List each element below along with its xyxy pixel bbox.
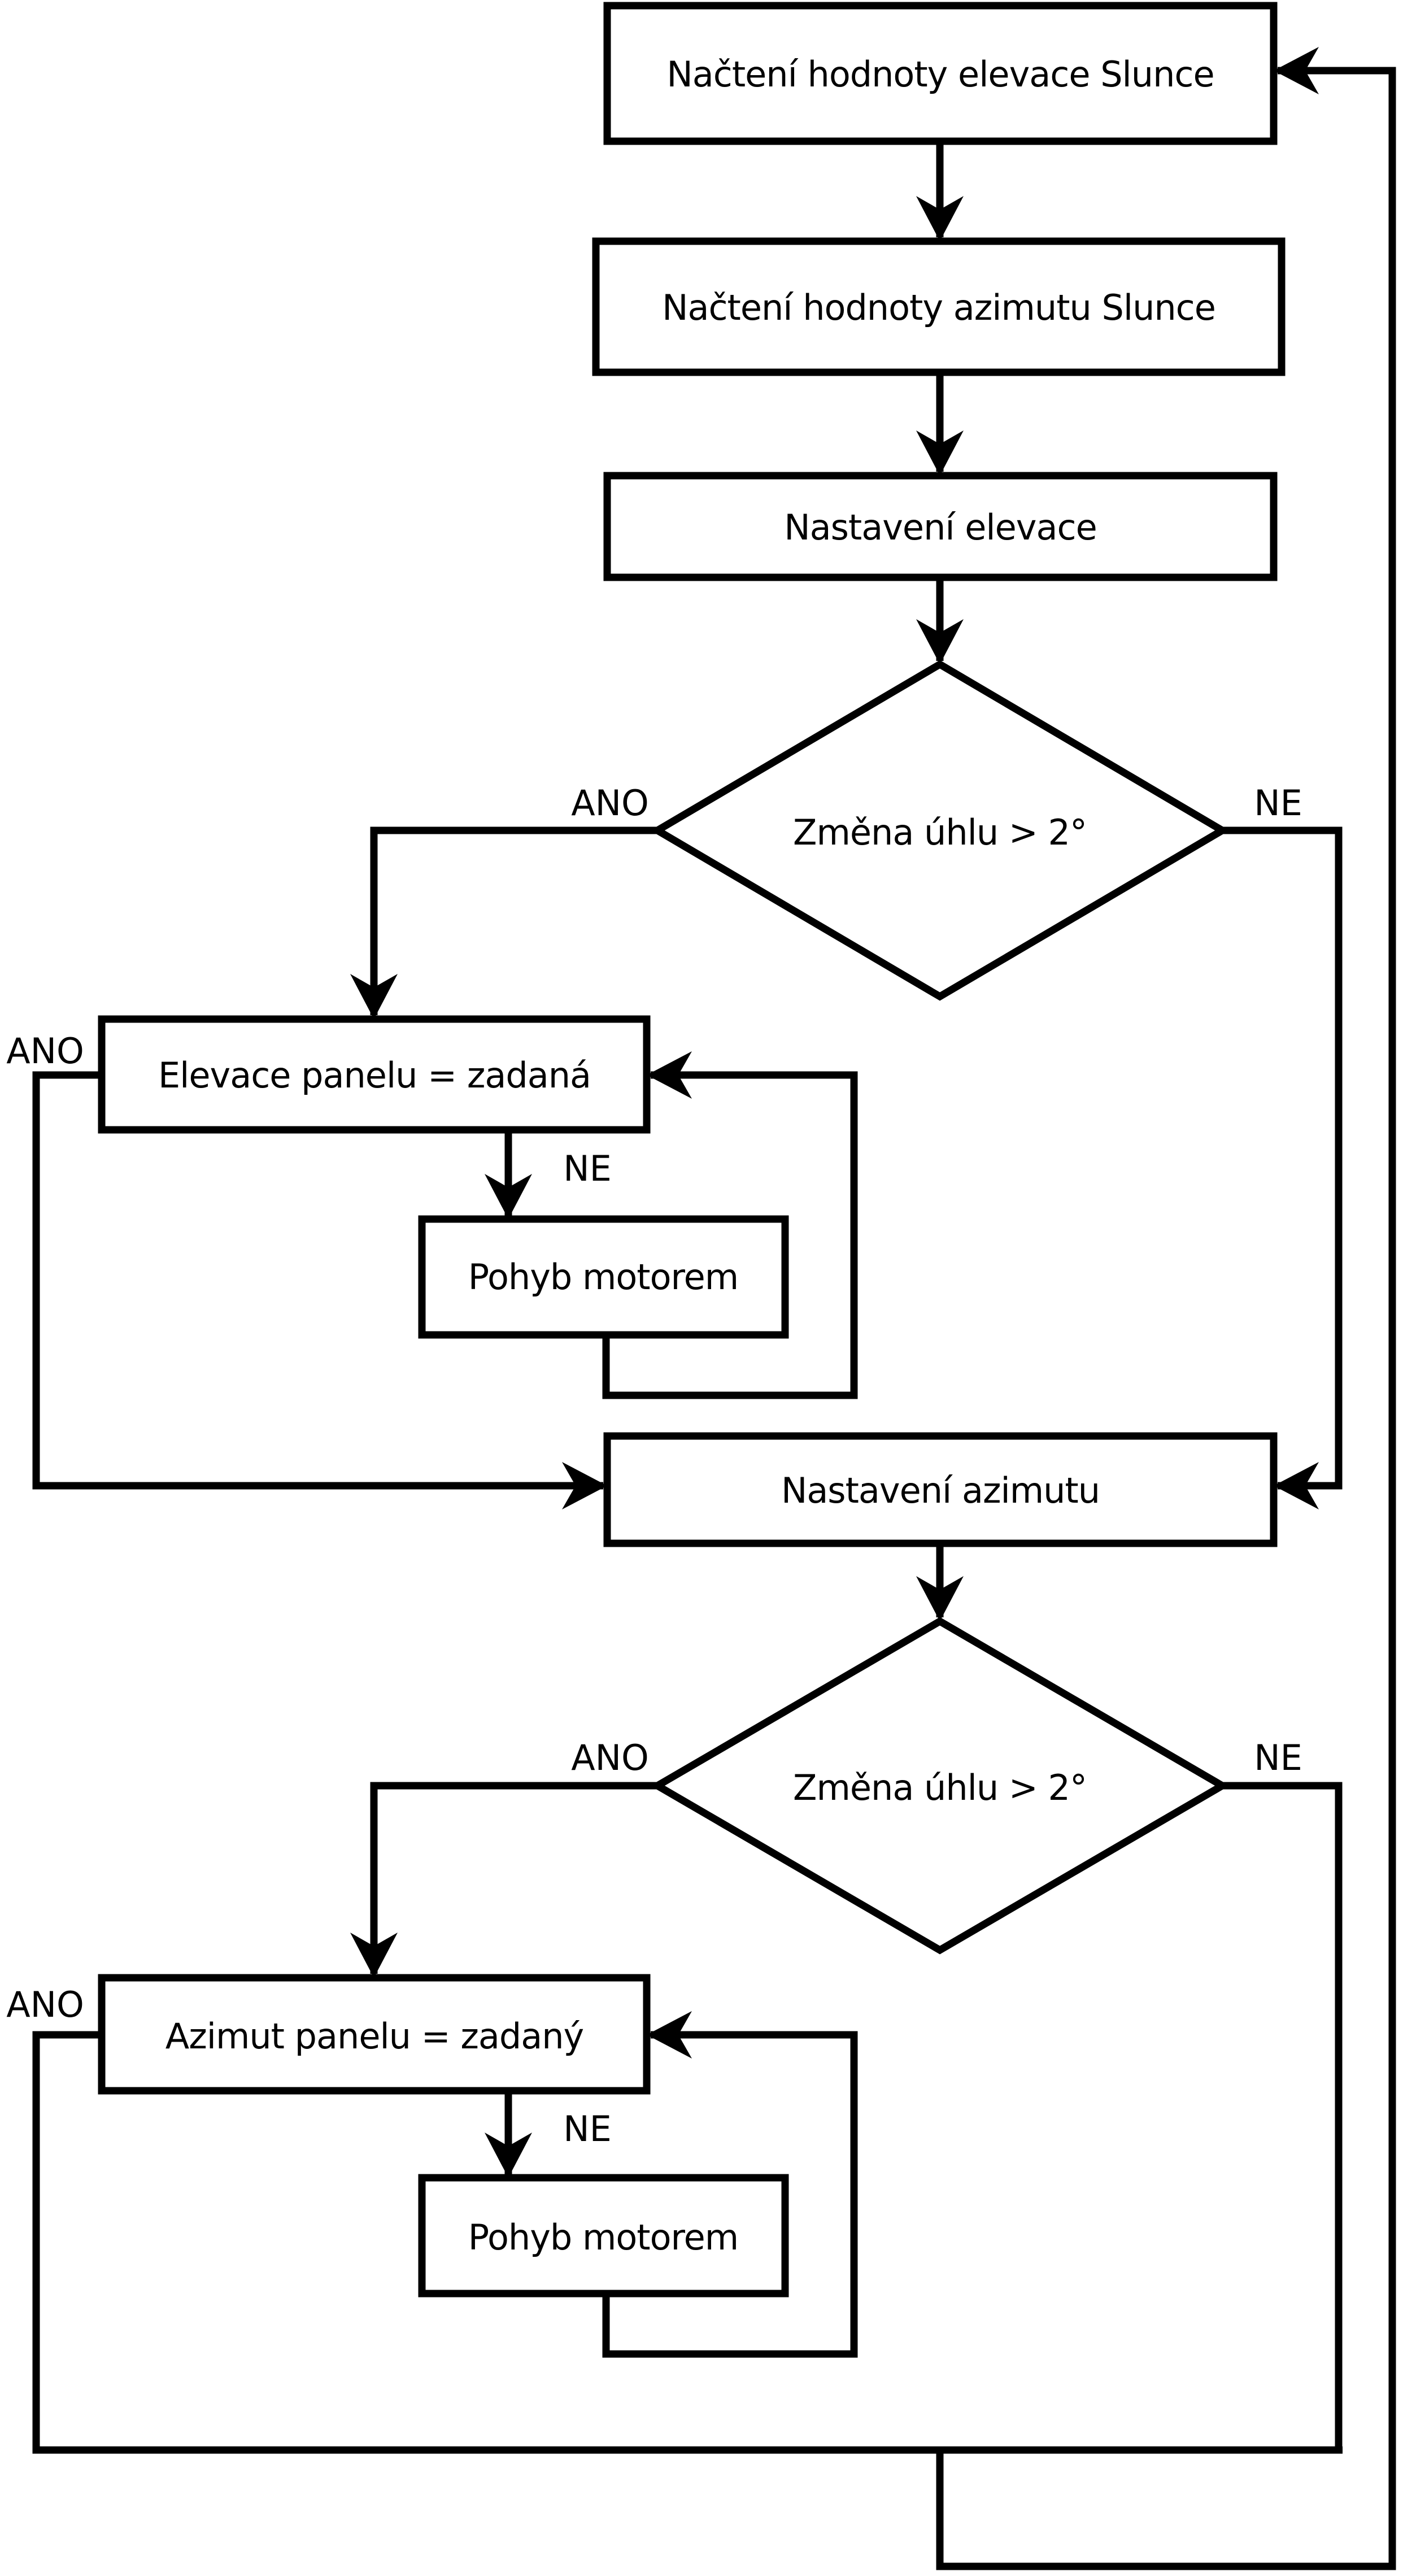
arrowhead-into-elevation-equal-right — [647, 1051, 692, 1099]
arrowhead-into-set-azimuth-left — [562, 1462, 607, 1509]
node-load-elevation-label: Načtení hodnoty elevace Slunce — [666, 54, 1214, 95]
node-set-azimuth — [603, 1432, 1278, 1547]
arrowhead-into-load-elevation — [1274, 47, 1319, 94]
branch-label-azimuth-change-yes: ANO — [571, 1737, 649, 1778]
node-azimuth-equal-label: Azimut panelu = zadaný — [165, 2016, 583, 2057]
node-elevation-change-decision — [650, 660, 1230, 1001]
node-load-azimuth — [592, 237, 1286, 376]
branch-label-azimuth-change-no: NE — [1254, 1737, 1302, 1778]
node-azimuth-change-decision — [650, 1617, 1230, 1955]
edge-azimuth-motor-loop — [602, 2031, 858, 2358]
node-elevation-equal — [98, 1015, 651, 1134]
arrowhead-into-azimuth-change — [916, 1576, 964, 1621]
node-azimuth-motor-label: Pohyb motorem — [468, 2217, 738, 2258]
node-azimuth-motor — [418, 2174, 789, 2297]
arrowhead-into-elevation-change — [916, 619, 964, 664]
edge-elevation-change-yes — [370, 826, 657, 1015]
edge-elevation-motor-loop — [602, 1071, 858, 1399]
node-azimuth-change-label: Změna úhlu > 2° — [793, 1767, 1087, 1808]
edge-azimuth-change-no — [1222, 1782, 1343, 2450]
arrowhead-into-elevation-motor — [485, 1174, 532, 1219]
node-elevation-equal-label: Elevace panelu = zadaná — [158, 1055, 591, 1096]
node-set-azimuth-label: Nastavení azimutu — [781, 1470, 1100, 1511]
arrowhead-into-azimuth-motor — [485, 2133, 532, 2178]
branch-label-elevation-equal-no: NE — [563, 1148, 612, 1189]
arrowhead-into-set-elevation — [916, 430, 964, 476]
arrowhead-into-set-azimuth-right — [1274, 1462, 1319, 1509]
node-set-elevation — [603, 472, 1278, 581]
arrowhead-into-azimuth-equal-top — [350, 1933, 398, 1978]
node-load-azimuth-label: Načtení hodnoty azimutu Slunce — [662, 287, 1215, 328]
branch-label-elevation-change-yes: ANO — [571, 782, 649, 824]
edge-azimuth-change-yes — [370, 1782, 657, 1974]
edge-elevation-equal-yes — [32, 1071, 603, 1490]
edge-azimuth-equal-yes-bottom — [32, 2031, 1343, 2454]
branch-label-azimuth-equal-no: NE — [563, 2108, 612, 2149]
node-elevation-change-label: Změna úhlu > 2° — [793, 812, 1087, 853]
edge-return-to-start — [936, 67, 1396, 2570]
node-elevation-motor — [418, 1215, 789, 1339]
arrowhead-into-elevation-equal-top — [350, 974, 398, 1019]
node-azimuth-equal — [98, 1974, 651, 2095]
node-elevation-motor-label: Pohyb motorem — [468, 1256, 738, 1298]
branch-label-azimuth-equal-yes: ANO — [6, 1984, 84, 2025]
branch-label-elevation-change-no: NE — [1254, 782, 1302, 824]
edge-elevation-change-no — [1222, 826, 1343, 1490]
arrowhead-into-load-azimuth — [916, 196, 964, 241]
branch-label-elevation-equal-yes: ANO — [6, 1030, 84, 1072]
node-load-elevation — [603, 2, 1278, 145]
arrowhead-into-azimuth-equal-right — [647, 2011, 692, 2059]
node-set-elevation-label: Nastavení elevace — [784, 507, 1096, 548]
